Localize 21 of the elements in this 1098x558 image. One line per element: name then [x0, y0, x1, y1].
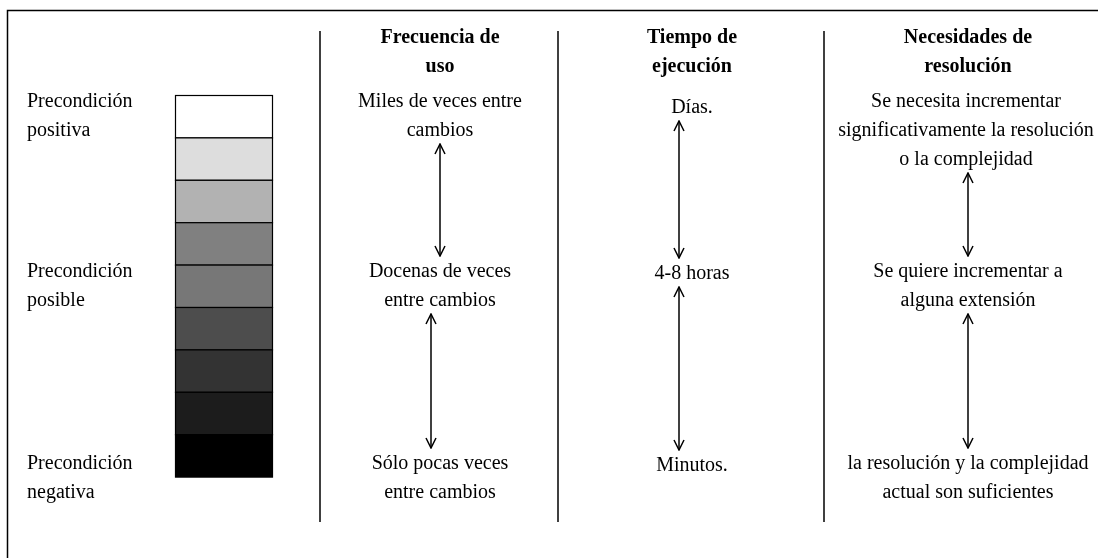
double-arrow [962, 313, 974, 449]
scale-label: Precondición posible [27, 258, 134, 313]
scale-text: 4-8 horas [654, 258, 730, 287]
scale-text: Días. [671, 92, 713, 121]
scale-text: la resolución y la complejidad actual son suficientes [840, 448, 1096, 506]
double-arrow [434, 143, 446, 257]
scale-label: Precondición positiva [27, 88, 134, 143]
double-arrow [673, 286, 685, 451]
scale-label: Precondición negativa [27, 450, 134, 505]
scale-text: Sólo pocas veces entre cambios [352, 448, 528, 506]
column-header: Tiempo de ejecución [645, 24, 739, 79]
scale-text: Minutos. [656, 450, 728, 479]
scale-text: Se necesita incrementar significativamente la resolución o la complejidad [835, 86, 1097, 173]
column-header: Frecuencia de uso [379, 24, 501, 78]
double-arrow [673, 120, 685, 259]
column-header: Necesidades de resolución [902, 24, 1034, 78]
scale-text: Docenas de veces entre cambios [352, 256, 528, 314]
scale-text: Se quiere incrementar a alguna extensión [848, 256, 1088, 314]
double-arrow [425, 313, 437, 449]
scale-text: Miles de veces entre cambios [357, 86, 523, 144]
double-arrow [962, 172, 974, 257]
